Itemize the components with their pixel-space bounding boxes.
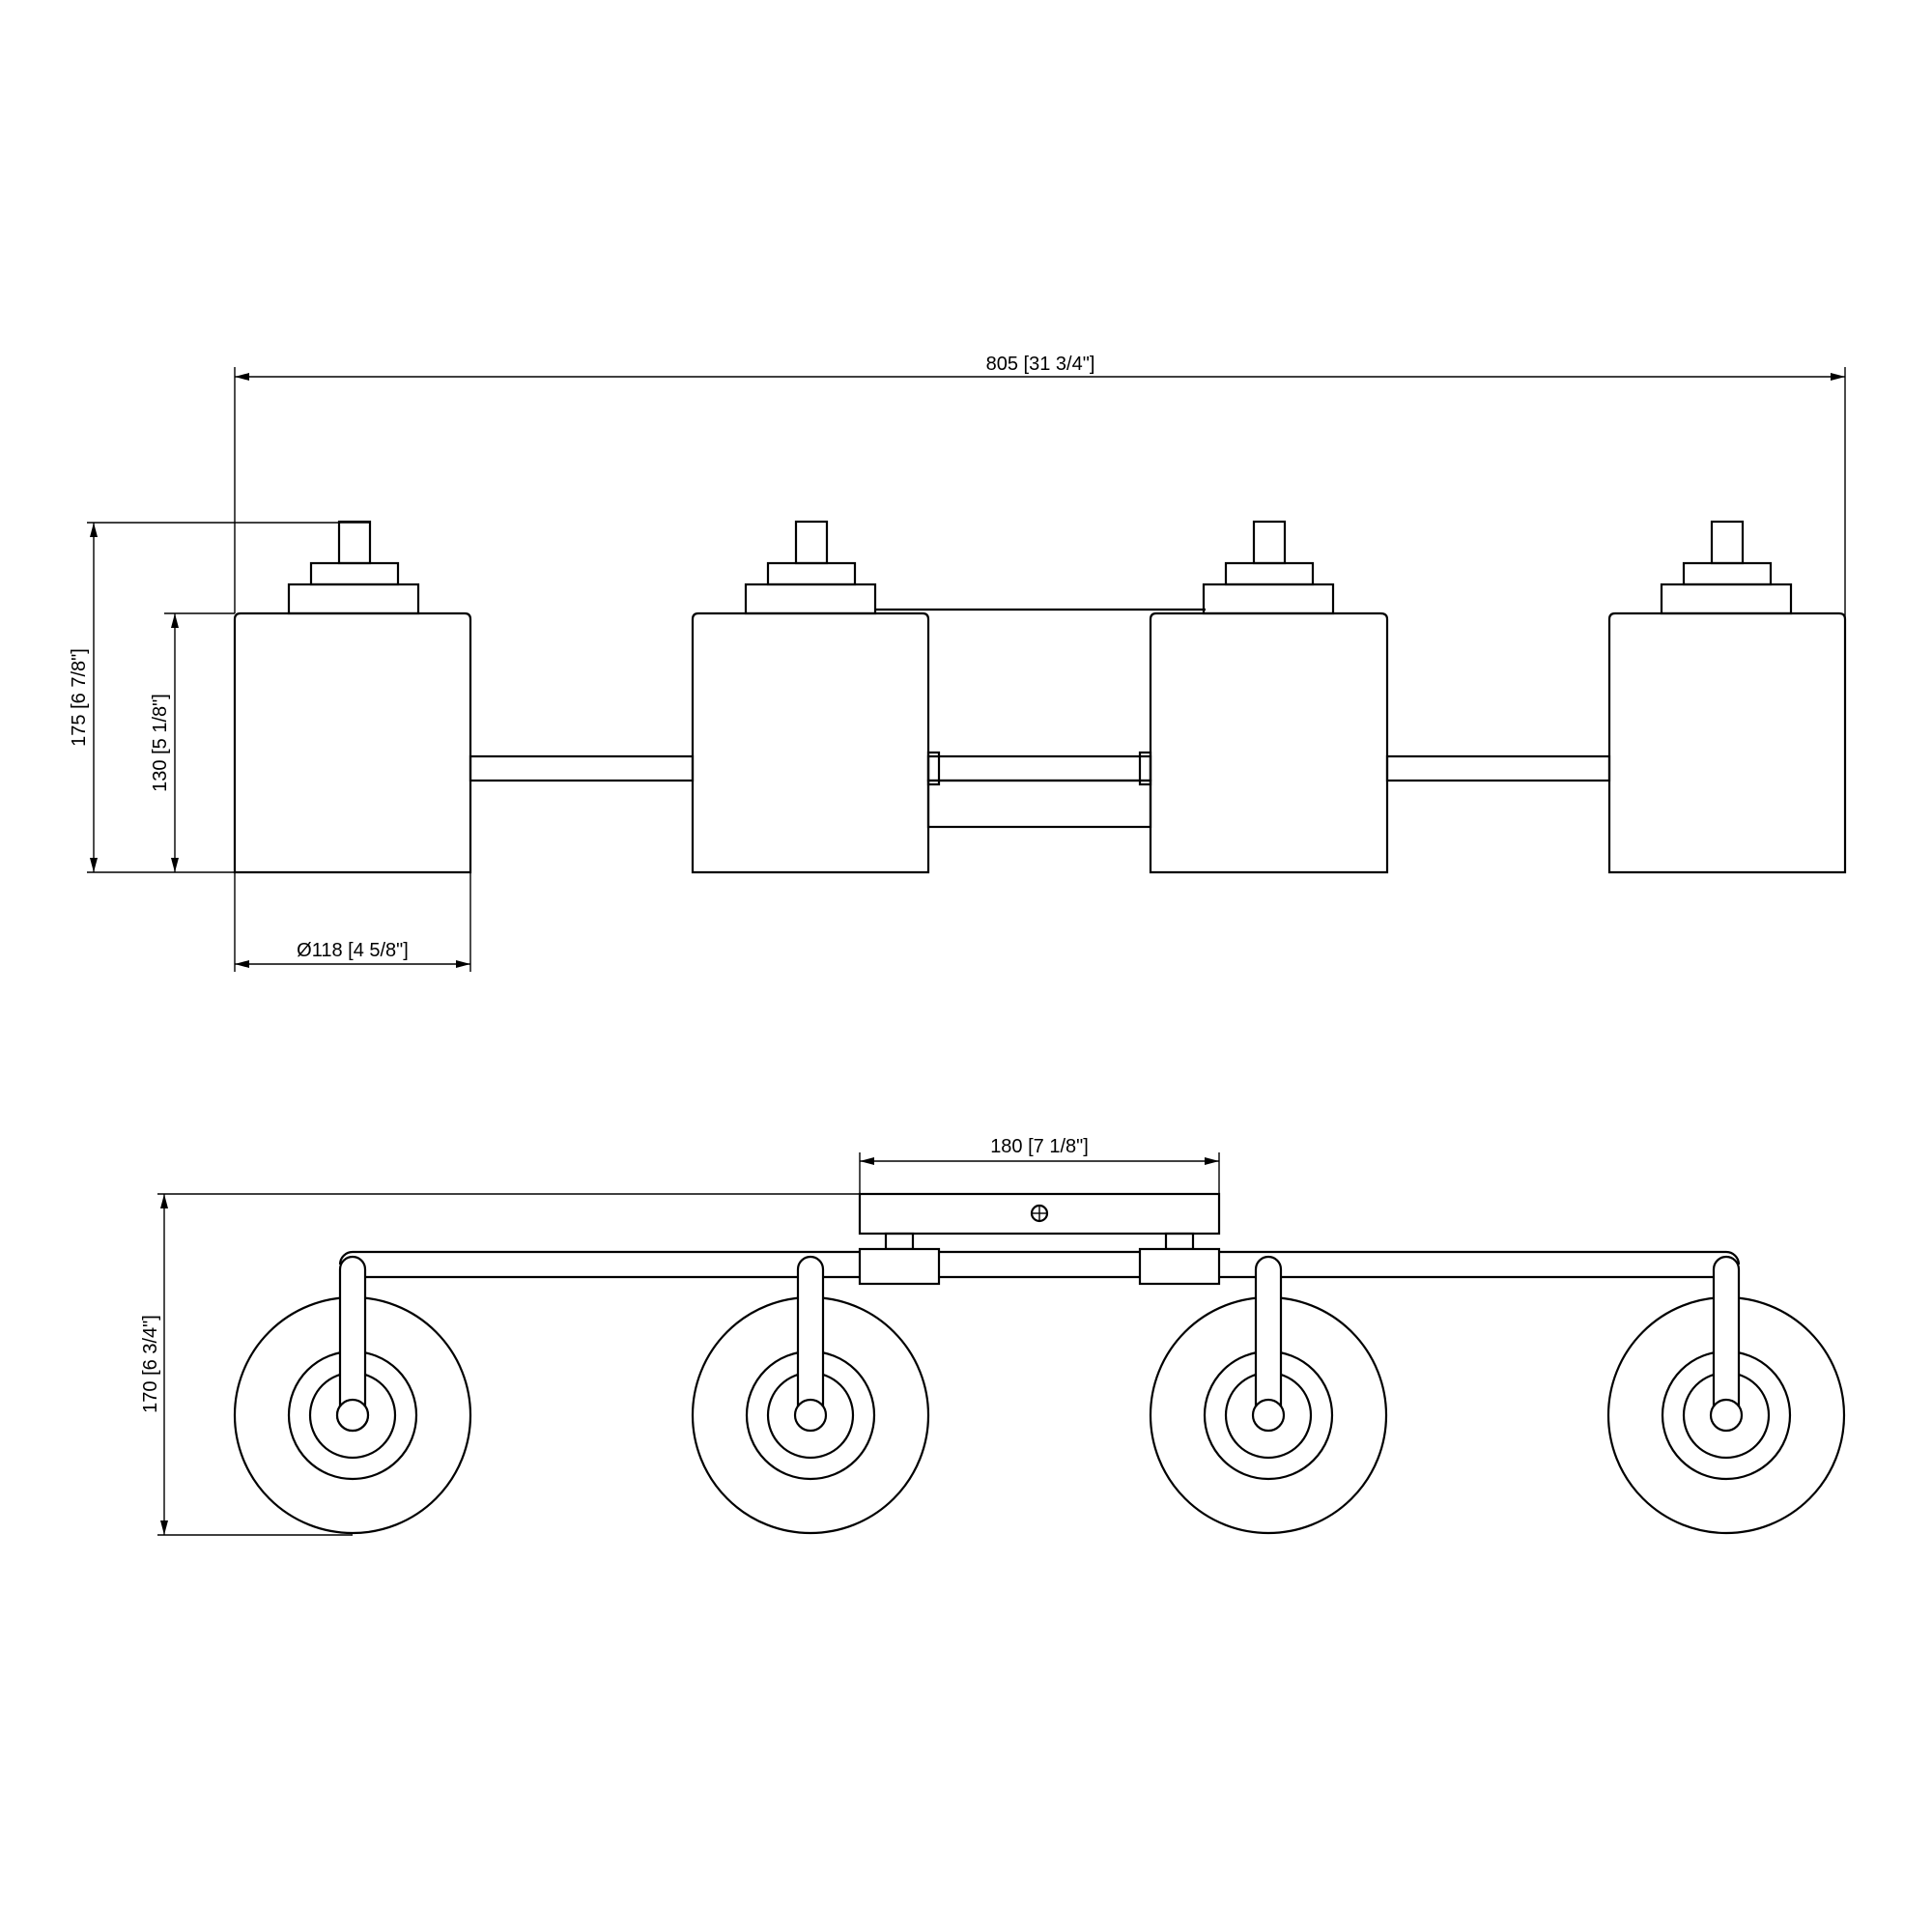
top-view: 180 [7 1/8"] 170 [6 3/4"] bbox=[140, 1136, 1846, 1536]
front-shade-3 bbox=[1138, 520, 1389, 874]
backplate-width-dimension: 180 [7 1/8"] bbox=[859, 1136, 1220, 1198]
overall-height-dimension: 175 [6 7/8"] bbox=[69, 522, 370, 873]
backplate-width-label: 180 [7 1/8"] bbox=[990, 1136, 1089, 1157]
shade-diameter-dimension: Ø118 [4 5/8"] bbox=[234, 807, 471, 972]
depth-label: 170 [6 3/4"] bbox=[140, 1315, 161, 1413]
front-shade-4 bbox=[1607, 520, 1847, 874]
front-view: 805 [31 3/4"] 175 [6 7/8"] 130 [5 1/8"] bbox=[69, 354, 1847, 972]
top-lamp-4 bbox=[1606, 1255, 1846, 1535]
depth-dimension: 170 [6 3/4"] bbox=[140, 1193, 860, 1536]
front-shade-2 bbox=[691, 520, 930, 874]
overall-width-label: 805 [31 3/4"] bbox=[986, 354, 1095, 375]
top-lamp-3 bbox=[1149, 1255, 1388, 1535]
front-arm-bars bbox=[469, 608, 1611, 829]
overall-width-dimension: 805 [31 3/4"] bbox=[234, 354, 1846, 618]
backplate bbox=[858, 1192, 1221, 1286]
front-shade-1 bbox=[233, 520, 941, 874]
top-lamp-1 bbox=[233, 1255, 472, 1535]
shade-diameter-label: Ø118 [4 5/8"] bbox=[297, 940, 409, 961]
shade-height-dimension: 130 [5 1/8"] bbox=[150, 612, 235, 872]
shade-height-label: 130 [5 1/8"] bbox=[150, 694, 171, 792]
overall-height-label: 175 [6 7/8"] bbox=[69, 648, 90, 747]
top-lamp-2 bbox=[691, 1255, 930, 1535]
top-main-bar bbox=[338, 1250, 1741, 1279]
